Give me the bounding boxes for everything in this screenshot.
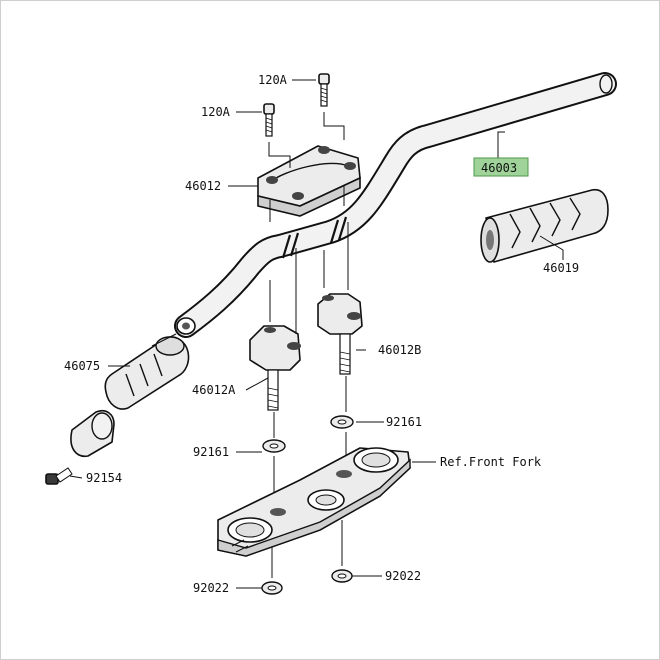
label-handlebar[interactable]: 46003 (481, 161, 517, 175)
grip-left (104, 333, 190, 410)
label-washer-right[interactable]: 92161 (386, 415, 422, 429)
upper-holder (257, 145, 361, 217)
label-nut-right[interactable]: 92022 (385, 569, 421, 583)
label-grip-right[interactable]: 46019 (543, 261, 579, 275)
bolt-upper (318, 73, 330, 107)
label-nut-left[interactable]: 92022 (193, 581, 229, 595)
lower-holder-left (249, 325, 301, 411)
label-ref-front-fork[interactable]: Ref.Front Fork (440, 455, 542, 469)
washer-left (262, 439, 286, 453)
triple-clamp (217, 447, 411, 557)
label-lower-holder-right[interactable]: 46012B (378, 343, 421, 357)
washer-right (330, 415, 354, 429)
part-number-highlight (473, 157, 529, 177)
label-bolt-upper[interactable]: 120A (258, 73, 288, 87)
grip-right (480, 188, 609, 263)
label-bolt-left[interactable]: 120A (201, 105, 231, 119)
lower-holder-right (317, 293, 363, 375)
nut-left (261, 581, 283, 595)
bar-end-weight (70, 409, 115, 457)
handlebar (174, 72, 617, 338)
label-upper-holder[interactable]: 46012 (185, 179, 221, 193)
label-lower-holder-left[interactable]: 46012A (192, 383, 236, 397)
bolt-left (263, 103, 275, 137)
label-grip-left[interactable]: 46075 (64, 359, 100, 373)
label-screw[interactable]: 92154 (86, 471, 122, 485)
label-washer-left[interactable]: 92161 (193, 445, 229, 459)
nut-right (331, 569, 353, 583)
screw-92154 (45, 467, 73, 485)
